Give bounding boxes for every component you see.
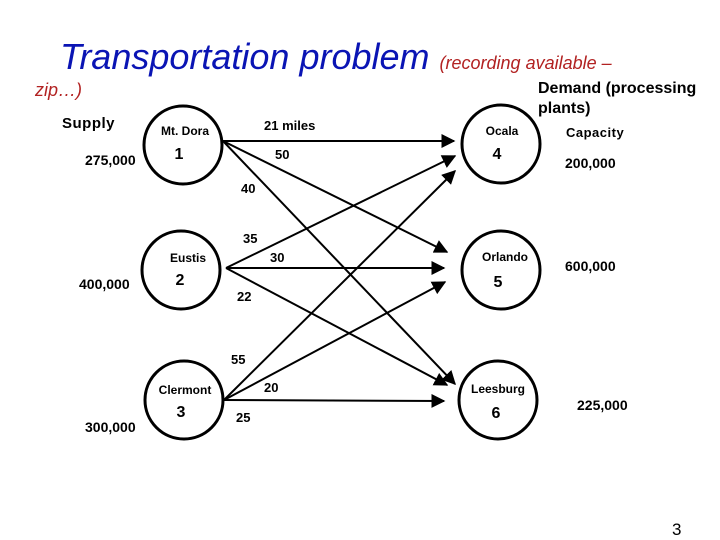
supply-value-3: 300,000 [85, 419, 136, 435]
demand-header-line1: Demand (processing [538, 80, 697, 97]
cost-label-1-6: 40 [241, 181, 256, 196]
edge-3-4 [223, 170, 456, 401]
cost-label-3-5: 20 [264, 380, 279, 395]
supply-header: Supply [62, 115, 116, 132]
edge-1-6 [222, 140, 456, 386]
page-number: 3 [672, 520, 682, 539]
node-name-3: Clermont [158, 383, 212, 397]
node-circle-3 [143, 359, 225, 441]
cost-label-2-4: 35 [243, 231, 258, 246]
slide-subtitle: (recording available – [439, 53, 612, 73]
node-name-5: Orlando [481, 250, 528, 264]
edge-3-5 [223, 281, 447, 401]
demand-header: Demand (processing plants) [538, 79, 696, 119]
node-id-1: 1 [174, 146, 184, 163]
cost-label-1-4: 21 miles [264, 118, 316, 133]
edge-2-6 [225, 267, 449, 386]
slide-title: Transportation problem (recording availa… [60, 36, 612, 77]
node-name-4: Ocala [485, 124, 519, 138]
demand-header-line2: plants) [538, 100, 591, 117]
edge-1-5 [222, 140, 449, 253]
cost-label-3-4: 55 [231, 352, 246, 367]
node-id-3: 3 [176, 404, 186, 421]
node-id-6: 6 [491, 405, 501, 422]
capacity-header: Capacity [566, 125, 625, 140]
node-circle-5 [460, 229, 542, 311]
capacity-value-5: 600,000 [565, 258, 616, 274]
cost-label-2-6: 22 [237, 289, 252, 304]
supply-value-2: 400,000 [79, 276, 130, 292]
node-circle-6 [457, 359, 539, 441]
slide-subtitle-cont: zip…) [35, 80, 83, 100]
node-name-2: Eustis [169, 251, 206, 265]
supply-value-1: 275,000 [85, 152, 136, 168]
node-circle-2 [140, 229, 222, 311]
capacity-value-4: 200,000 [565, 155, 616, 171]
cost-label-2-5: 30 [270, 250, 285, 265]
node-id-4: 4 [492, 146, 502, 163]
cost-label-3-6: 25 [236, 410, 251, 425]
node-name-6: Leesburg [470, 382, 525, 396]
node-circle-1 [142, 104, 224, 186]
edge-3-6 [223, 393, 446, 408]
node-id-5: 5 [493, 274, 503, 291]
node-name-1: Mt. Dora [161, 124, 209, 138]
capacity-value-6: 225,000 [577, 397, 628, 413]
edge-2-4 [225, 155, 457, 269]
cost-label-1-5: 50 [275, 147, 290, 162]
node-id-2: 2 [175, 272, 185, 289]
node-circle-4 [460, 103, 542, 185]
